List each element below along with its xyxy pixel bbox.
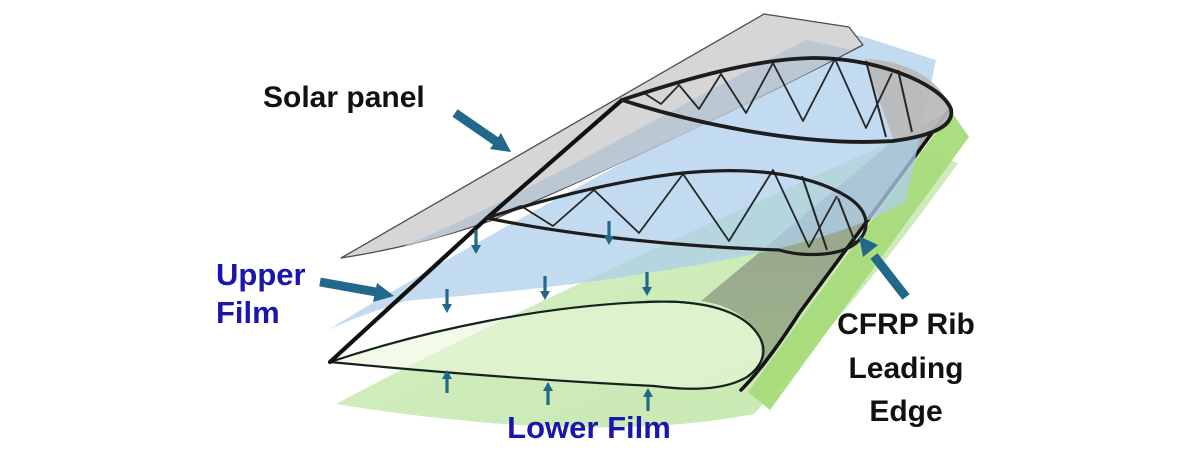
film-tension-arrows (442, 221, 653, 411)
upper-film-arrow-icon (319, 277, 394, 302)
cfrp-rib-label-line1: CFRP Rib (837, 308, 975, 341)
tension-arrow-up (543, 382, 553, 405)
far-rib (620, 56, 954, 144)
tension-arrow-up (442, 370, 452, 393)
upper-film-sheet (328, 35, 936, 330)
far-rib-nose-web (865, 60, 913, 138)
label-pointer-arrows (319, 109, 910, 302)
upper-film-label-line2: Film (216, 295, 280, 330)
cfrp-rib-label-line3: Edge (869, 395, 942, 428)
solar-panel-arrow-icon (452, 109, 511, 152)
leading-edge-green-strip (748, 111, 969, 410)
tension-arrow-down (471, 230, 481, 254)
tension-arrow-down (604, 221, 614, 245)
tension-arrow-down (642, 272, 652, 296)
near-rib (485, 169, 868, 257)
leading-edge-line (739, 108, 951, 392)
upper-film-label-line1: Upper (216, 257, 306, 292)
near-rib-nose-web (801, 175, 856, 251)
near-rib-nose-outline (645, 300, 765, 378)
cfrp-rib-label-line2: Leading (848, 352, 963, 385)
far-rib-truss (625, 58, 893, 129)
solar-panel-label: Solar panel (263, 81, 425, 114)
near-rib-outline (485, 169, 868, 257)
tension-arrow-down (540, 276, 550, 300)
tension-arrow-up (643, 388, 653, 411)
lower-film-label: Lower Film (507, 410, 671, 445)
near-rib-truss (493, 169, 838, 248)
far-rib-nose-fill (864, 59, 952, 141)
far-rib-outline (620, 56, 954, 144)
cfrp-rib-arrow-icon (859, 236, 910, 300)
tension-arrow-down (442, 289, 452, 313)
